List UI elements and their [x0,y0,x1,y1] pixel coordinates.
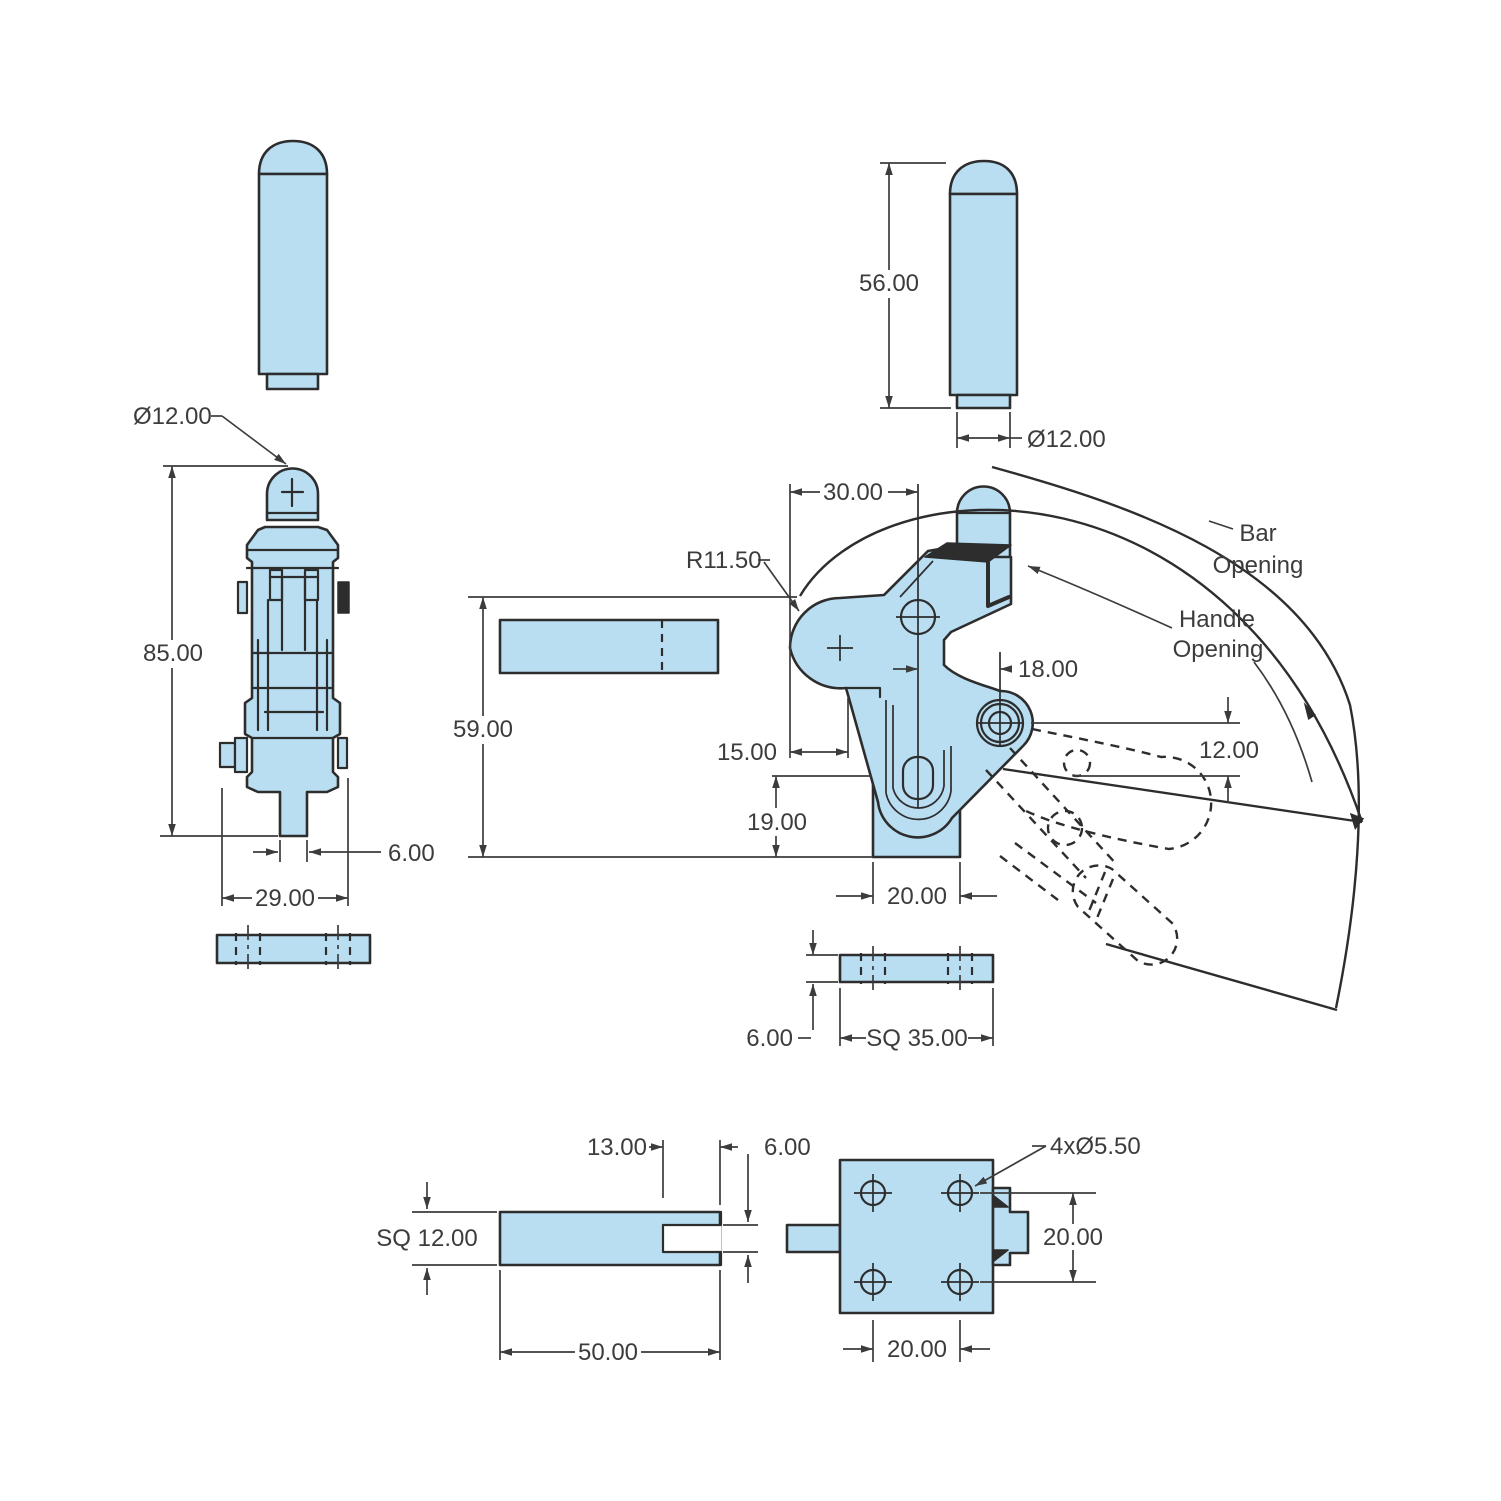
base-plate [838,1158,995,1315]
dim-overall-height: 85.00 [143,640,203,667]
handle-bracket-top [924,542,1012,563]
base-plate-side [838,953,995,984]
dim-rod-diameter: Ø12.00 [133,403,212,430]
dim-handle-diameter: Ø12.00 [1027,426,1106,453]
label-handle-opening-line2: Opening [1173,636,1264,663]
clamp-side-bolt-body [233,736,249,774]
handle-grip-body [257,172,329,376]
phantom-open-position [985,727,1213,966]
handle-grip-dome [257,139,329,176]
clamp-side-right-stub [336,736,349,770]
dim-bar-length: 50.00 [578,1339,638,1366]
dim-holes-callout: 4xØ5.50 [1050,1133,1141,1160]
clamp-side-view [215,467,372,973]
handle-grip-front-view: 56.00 Ø12.00 [856,159,1106,453]
dim-hole-spacing-vertical: 20.00 [1043,1224,1103,1251]
clamp-bar-closed [498,618,720,675]
dim-plate-width: SQ 35.00 [866,1025,967,1052]
base-plate-front-view: 4xØ5.50 20.00 20.00 [785,1133,1141,1363]
opening-annotations: Bar Opening Handle Opening [798,465,1365,1012]
clamp-side-dimensions: Ø12.00 85.00 6.00 29.00 [133,403,435,912]
label-bar-opening-line2: Opening [1213,552,1304,579]
boss-wedge-bottom [993,1249,1009,1262]
base-plate-side-view-left [215,933,372,965]
dim-slot-width: 6.00 [764,1134,811,1161]
handle-grip-side-view [257,139,329,391]
clamp-front-dimensions: 30.00 R11.50 59.00 15.00 19.00 18.00 12.… [450,479,1259,910]
dim-base-height: 19.00 [747,809,807,836]
mounting-holes [854,1174,979,1301]
clamp-side-bolt-head [218,741,237,769]
base-plate-side-view-center: 6.00 SQ 35.00 [746,930,995,1052]
clamp-front-view [498,484,1035,859]
clamp-body [788,539,1035,839]
dim-stem-width: 6.00 [388,840,435,867]
dim-lobe-to-edge: 15.00 [717,739,777,766]
dim-body-width: 29.00 [255,885,315,912]
bar-stub [785,1223,842,1254]
dim-lobe-to-hole: 30.00 [823,479,883,506]
dim-slot-depth: 13.00 [587,1134,647,1161]
dim-hole-spacing-horizontal: 20.00 [887,1336,947,1363]
dim-hole-to-pivot: 18.00 [1018,656,1078,683]
dim-body-height: 59.00 [453,716,513,743]
bar-opening-arc [798,508,1364,823]
dim-pivot-drop: 12.00 [1199,737,1259,764]
handle-front-dome [948,159,1019,196]
dim-handle-height: 56.00 [859,270,919,297]
label-handle-opening-line1: Handle [1179,606,1255,633]
dim-bar-section: SQ 12.00 [376,1225,477,1252]
clamp-handle-knob [955,485,1012,559]
clamp-side-right-tab [337,581,350,614]
handle-grip-stem [265,372,320,391]
clamp-side-body [243,525,342,838]
dim-post-width: 20.00 [887,883,947,910]
handle-opening-arc [991,465,1361,1009]
handle-front-body [948,192,1019,397]
boss-wedge-top [993,1195,1009,1208]
dim-lobe-radius: R11.50 [686,547,762,574]
clamp-side-left-tab [236,580,249,615]
lower-slot [901,755,935,801]
handle-front-stem [955,393,1012,410]
label-bar-opening-line1: Bar [1239,520,1276,547]
dim-plate-thickness: 6.00 [746,1025,793,1052]
bar-detail-view: 13.00 6.00 SQ 12.00 50.00 [376,1134,811,1366]
